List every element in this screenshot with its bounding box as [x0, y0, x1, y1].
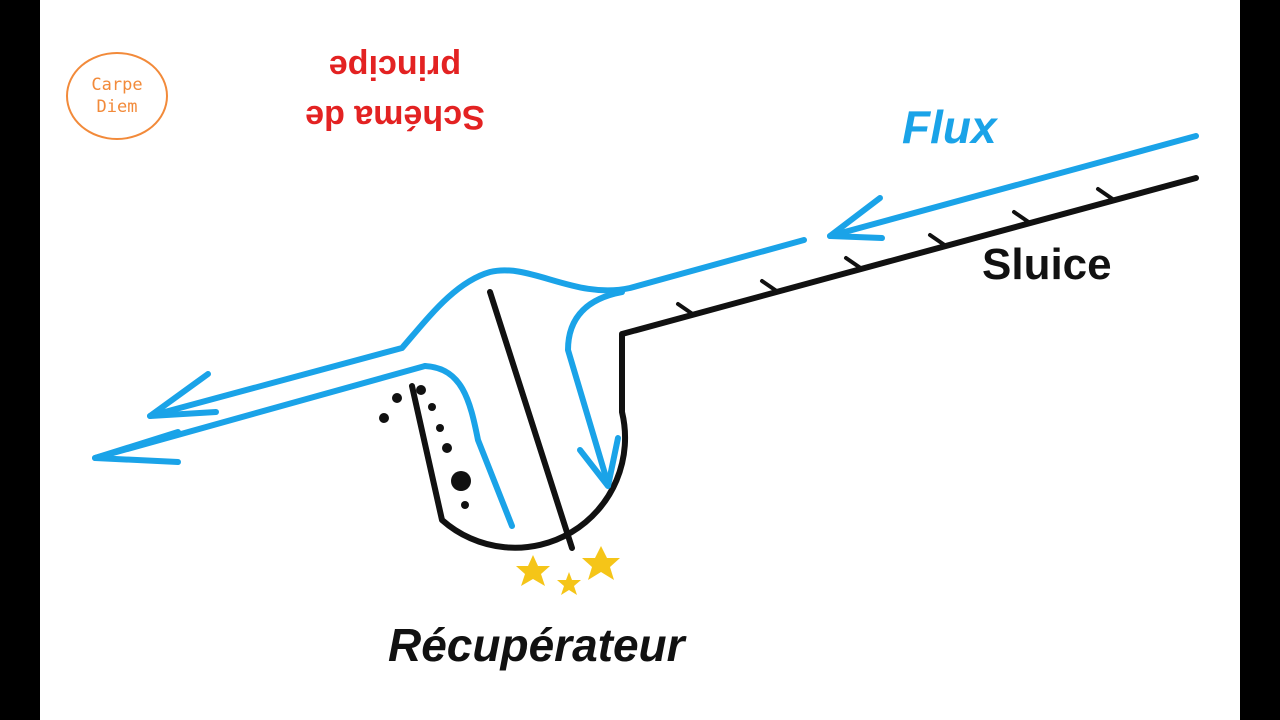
debris-dot-icon — [416, 385, 426, 395]
carpe-diem-logo: Carpe Diem — [66, 52, 168, 140]
riffle — [676, 302, 696, 317]
incoming-flow — [827, 133, 1199, 239]
outflow-lower-arrowhead — [92, 429, 181, 465]
debris-dot-icon — [436, 424, 444, 432]
riffle — [760, 279, 780, 294]
recuperateur-label: Récupérateur — [388, 619, 685, 671]
sluice-riffles — [676, 187, 1116, 317]
debris-dot-icon — [461, 501, 469, 509]
title-line-1: Schéma de — [305, 98, 485, 136]
sluice-channel — [409, 175, 1199, 551]
title-line-2: principe — [328, 48, 462, 86]
riffle — [1012, 210, 1032, 225]
recirculation-flow — [565, 289, 625, 487]
main-flow-upper — [147, 237, 807, 419]
flux-label: Flux — [902, 101, 997, 153]
return-flow — [422, 363, 515, 529]
gold-nuggets — [516, 546, 620, 595]
debris-dot-icon — [428, 403, 436, 411]
gold-nugget-star-icon — [557, 572, 581, 595]
sluice-structure — [409, 175, 1199, 551]
riffle — [844, 256, 864, 271]
riffle — [1096, 187, 1116, 202]
logo-line-1: Carpe — [91, 75, 143, 95]
diagram-title: Schéma de principe — [290, 42, 500, 142]
incoming-flow-arrowhead — [827, 195, 885, 241]
gold-nugget-star-icon — [582, 546, 620, 580]
debris-dot-icon — [392, 393, 402, 403]
outflow-upper-arrowhead — [147, 371, 219, 419]
inner-baffle — [487, 289, 575, 551]
debris — [379, 385, 471, 509]
debris-dot-icon — [379, 413, 389, 423]
gold-nugget-star-icon — [516, 555, 550, 586]
recirculation-arrowhead — [577, 435, 621, 489]
debris-dot-icon — [451, 471, 471, 491]
diagram-background — [40, 0, 1240, 720]
sluice-label: Sluice — [982, 240, 1112, 289]
riffle — [928, 233, 948, 248]
debris-dot-icon — [442, 443, 452, 453]
flow-lines — [92, 133, 1199, 529]
logo-line-2: Diem — [96, 97, 138, 117]
